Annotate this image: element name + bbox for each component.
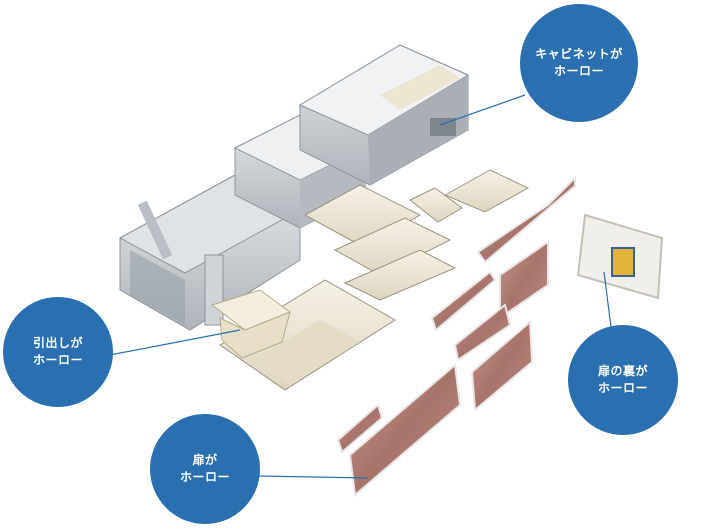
callout-door-line2: ホーロー: [179, 470, 230, 484]
enamel-container: [210, 289, 292, 359]
callout-drawer-enamel: 引出しが ホーロー: [3, 297, 113, 407]
callout-drawer-line2: ホーロー: [32, 353, 83, 367]
leader-line-door-back: [603, 271, 613, 336]
leader-line-door: [257, 475, 369, 479]
door-panels: [336, 175, 576, 497]
callout-door-back-line2: ホーロー: [597, 381, 648, 395]
callout-door-line1: 扉が: [192, 453, 218, 467]
leader-lines: [109, 94, 613, 479]
callout-door-enamel: 扉が ホーロー: [150, 414, 260, 524]
leader-line-cabinet: [439, 94, 526, 126]
callout-door-back-line1: 扉の裏が: [597, 364, 648, 378]
callout-cabinet-line2: ホーロー: [553, 64, 604, 78]
callout-drawer-line1: 引出しが: [32, 336, 83, 350]
leader-line-drawer: [109, 329, 241, 356]
callout-cabinet-line1: キャビネットが: [535, 47, 623, 61]
callout-cabinet-enamel: キャビネットが ホーロー: [520, 4, 638, 122]
enamel-drawer-trays: [219, 169, 530, 391]
callout-door-back-enamel: 扉の裏が ホーロー: [568, 325, 678, 435]
cabinet-carcass-right: [298, 44, 470, 186]
door-back-panel: [576, 213, 664, 300]
cabinet-carcass-left: [118, 174, 302, 331]
